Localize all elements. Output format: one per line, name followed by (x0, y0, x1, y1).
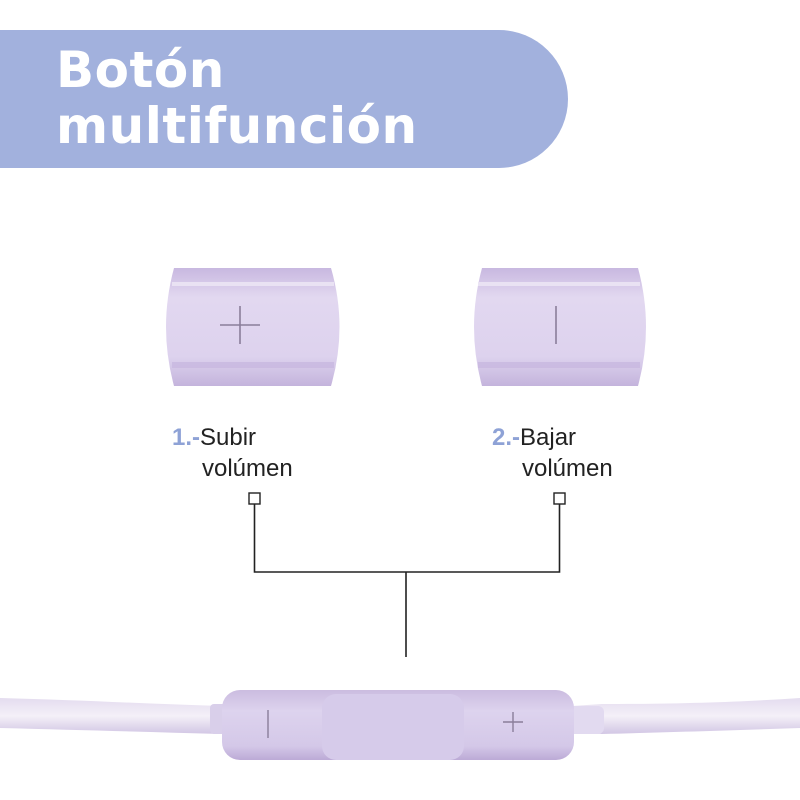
plus-icon (503, 712, 523, 732)
cable-left (0, 698, 222, 734)
label-number: 2.- (492, 424, 521, 451)
cable-right (572, 698, 800, 734)
label-text-line2: volúmen (522, 455, 613, 482)
title-line-2: multifunción (56, 97, 418, 155)
title-line-1: Botón (56, 41, 225, 99)
label-text-line1: Bajar (520, 424, 577, 451)
marker-square-left (248, 492, 261, 505)
inline-remote (0, 690, 800, 760)
title-banner (0, 30, 568, 168)
label-text-line2: volúmen (202, 455, 293, 482)
label-volume-down: 2.-Bajar volúmen (492, 422, 613, 484)
label-text-line1: Subir (200, 424, 257, 451)
center-button (322, 694, 464, 760)
volume-up-button-image (166, 268, 340, 386)
label-number: 1.- (172, 424, 201, 451)
bracket-line (253, 504, 561, 573)
volume-down-closeup (472, 268, 647, 386)
label-volume-up: 1.-Subir volúmen (172, 422, 293, 484)
plus-icon (220, 306, 260, 344)
marker-square-right (553, 492, 566, 505)
cable-strain-relief-right (566, 706, 604, 734)
page-title: Botón multifunción (56, 42, 418, 154)
volume-up-closeup (166, 268, 341, 386)
volume-down-button-image (474, 268, 646, 386)
